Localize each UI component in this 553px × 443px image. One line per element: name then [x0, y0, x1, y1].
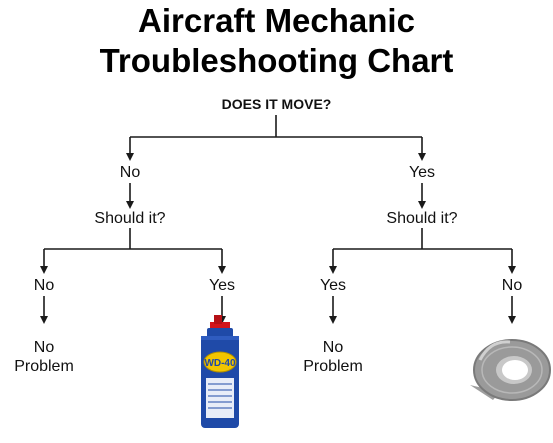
chart-title-line1: Aircraft Mechanic: [138, 2, 415, 39]
result-line1: No: [322, 339, 344, 356]
result-line1: No: [33, 339, 55, 356]
wd40-spray-can-icon: WD-40: [201, 315, 239, 428]
wd40-can-label: WD-40: [204, 358, 236, 369]
result-line2: Problem: [303, 358, 363, 375]
root-question: DOES IT MOVE?: [221, 96, 332, 112]
left-no-problem-result: No Problem: [4, 338, 84, 376]
chart-title-line2: Troubleshooting Chart: [99, 42, 454, 79]
left-answer-no: No: [119, 164, 141, 181]
right-should-it: Should it?: [386, 210, 458, 227]
right-answer-yes: Yes: [408, 164, 436, 181]
right-no-answer: No: [501, 277, 523, 294]
right-no-problem-result: No Problem: [293, 338, 373, 376]
left-no-answer: No: [33, 277, 55, 294]
result-line2: Problem: [14, 358, 74, 375]
duct-tape-roll-icon: [470, 339, 551, 401]
left-should-it: Should it?: [94, 210, 166, 227]
left-yes-answer: Yes: [208, 277, 236, 294]
right-yes-answer: Yes: [319, 277, 347, 294]
